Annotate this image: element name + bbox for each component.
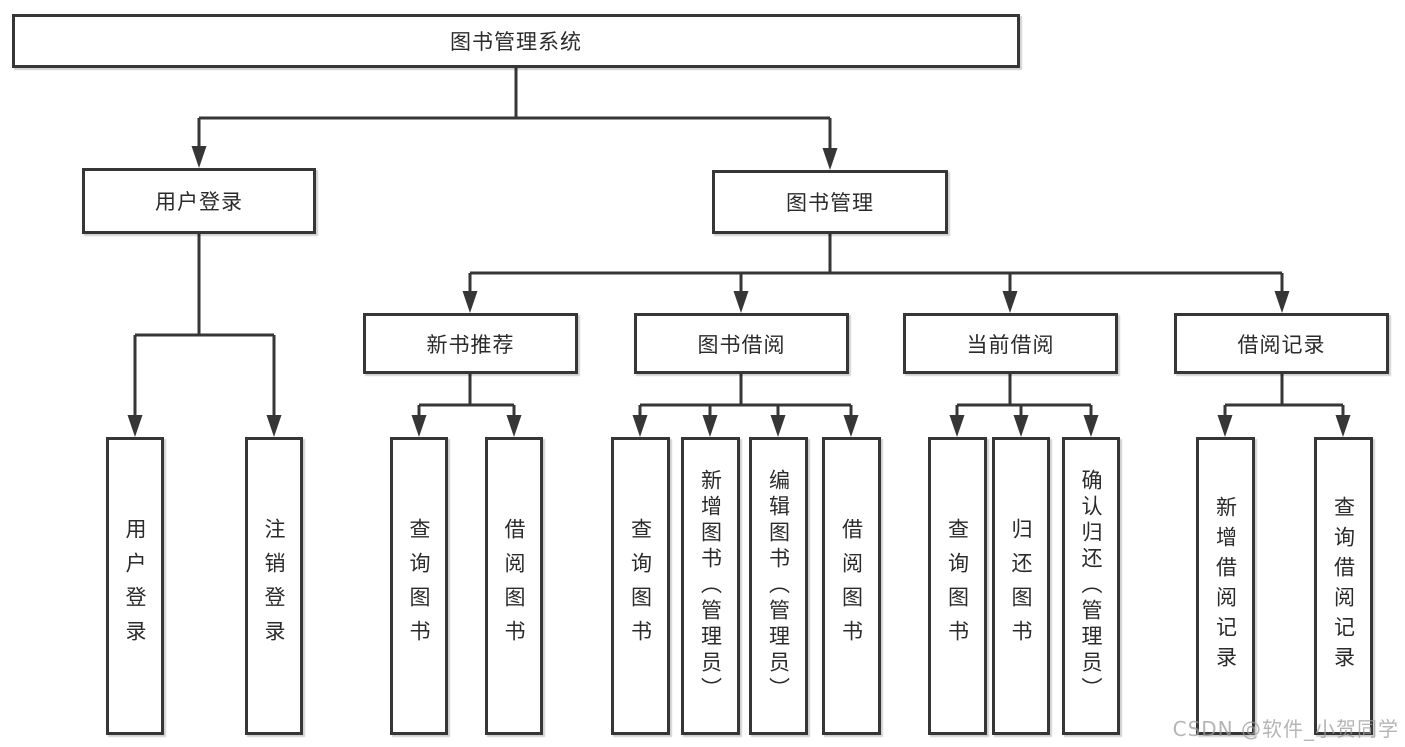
node-root: 图书管理系统: [12, 14, 1020, 68]
leaf-add-books-admin: 新增图书（管理员）: [681, 437, 740, 735]
leaf-borrow-books: 借阅图书: [822, 437, 881, 735]
leaf-user-login: 用户登录: [106, 437, 164, 735]
leaf-logout: 注销登录: [245, 437, 303, 735]
leaf-current-query-books: 查询图书: [928, 437, 987, 735]
node-user-login: 用户登录: [82, 168, 316, 234]
leaf-borrow-query-books: 查询图书: [611, 437, 670, 735]
leaf-recommend-query-books: 查询图书: [390, 437, 448, 735]
leaf-return-books: 归还图书: [992, 437, 1050, 735]
node-new-book-recommend: 新书推荐: [363, 313, 578, 374]
leaf-confirm-return-admin: 确认归还（管理员）: [1062, 437, 1120, 735]
leaf-edit-books-admin: 编辑图书（管理员）: [749, 437, 808, 735]
node-current-borrow: 当前借阅: [903, 313, 1118, 374]
leaf-add-borrow-record: 新增借阅记录: [1196, 437, 1255, 735]
arrowheads: [127, 146, 1351, 437]
leaf-query-borrow-record: 查询借阅记录: [1314, 437, 1373, 735]
node-book-borrow: 图书借阅: [634, 313, 849, 374]
leaf-recommend-borrow-books: 借阅图书: [485, 437, 543, 735]
csdn-watermark: CSDN @软件_小贺同学: [1172, 717, 1399, 741]
node-borrow-records: 借阅记录: [1174, 313, 1389, 374]
node-book-management: 图书管理: [712, 170, 948, 234]
